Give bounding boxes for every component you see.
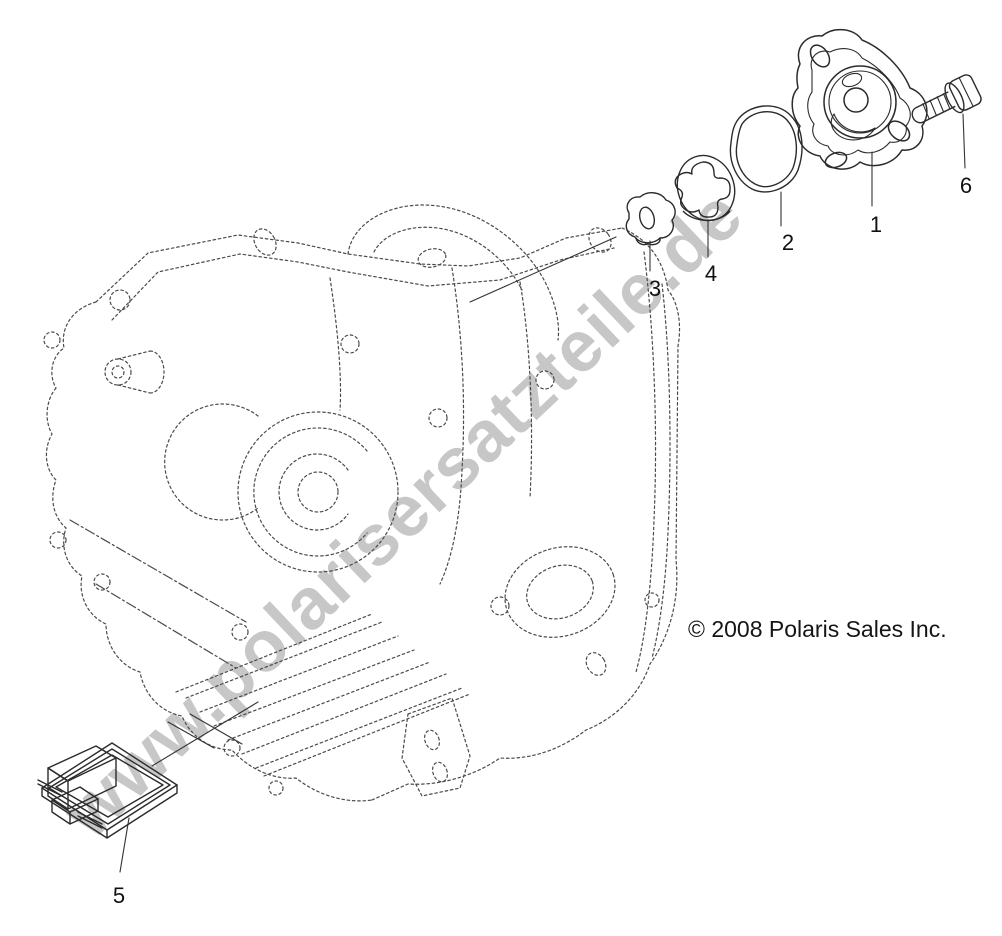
axis-line-part3 [469, 236, 617, 303]
axis-line-part5 [151, 701, 259, 767]
callout-label-6: 6 [959, 173, 973, 198]
axis-tick-part5-b [189, 713, 243, 745]
part-pump-cover [791, 28, 928, 170]
part-o-ring [729, 105, 803, 193]
callout-label-3: 3 [648, 276, 662, 301]
callout-label-1: 1 [869, 212, 883, 237]
leader-lines [119, 113, 966, 873]
crankcase-drawing [43, 204, 681, 802]
leader-5 [119, 817, 130, 873]
callout-label-4: 4 [704, 261, 718, 286]
axis-tick-part5-a [167, 721, 215, 749]
callout-label-5: 5 [112, 883, 126, 908]
part-outer-rotor [674, 154, 736, 222]
leader-6 [962, 113, 966, 169]
part-oil-strainer [37, 742, 178, 839]
part-flange-bolt [911, 74, 982, 124]
copyright-text: © 2008 Polaris Sales Inc. [688, 616, 947, 642]
callout-label-2: 2 [781, 230, 795, 255]
part-inner-rotor [625, 192, 676, 246]
